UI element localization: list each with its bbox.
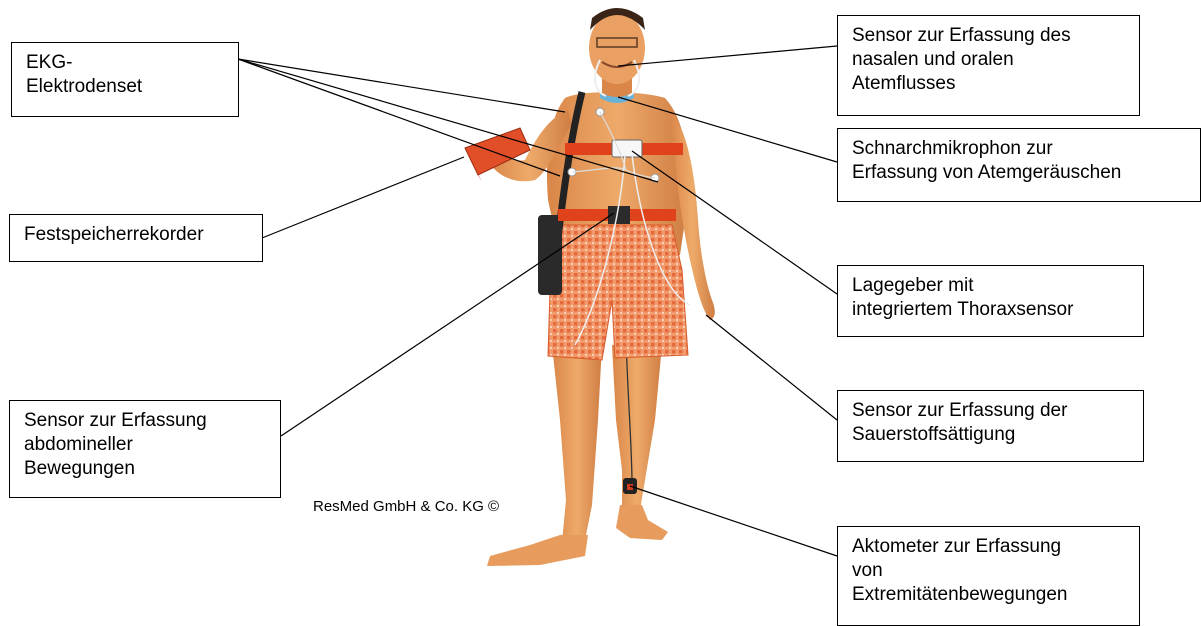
label-position-sensor: Lagegeber mit integriertem Thoraxsensor bbox=[837, 265, 1144, 337]
leader-lines bbox=[238, 46, 837, 556]
left-foot bbox=[487, 535, 588, 566]
label-actometer: Aktometer zur Erfassung von Extremitäten… bbox=[837, 526, 1140, 626]
leader-actometer bbox=[630, 486, 837, 556]
leader-oxygen bbox=[706, 315, 837, 420]
label-nasal-oral-flow-sensor: Sensor zur Erfassung des nasalen und ora… bbox=[837, 15, 1140, 116]
label-oxygen-saturation-sensor: Sensor zur Erfassung der Sauerstoffsätti… bbox=[837, 390, 1144, 462]
label-snore-microphone: Schnarchmikrophon zur Erfassung von Atem… bbox=[837, 128, 1201, 202]
left-leg bbox=[552, 345, 602, 542]
label-abdominal-sensor: Sensor zur Erfassung abdomineller Bewegu… bbox=[9, 400, 281, 498]
label-recorder: Festspeicherrekorder bbox=[9, 214, 263, 262]
copyright-notice: ResMed GmbH & Co. KG © bbox=[313, 498, 499, 515]
leader-ekg-2 bbox=[238, 59, 560, 176]
label-ekg-electrodes: EKG- Elektrodenset bbox=[11, 42, 239, 117]
leader-nasal bbox=[618, 46, 837, 66]
leader-ekg-1 bbox=[238, 59, 565, 112]
leader-recorder bbox=[262, 157, 464, 238]
boxer-shorts bbox=[548, 225, 688, 360]
right-foot bbox=[616, 505, 668, 540]
